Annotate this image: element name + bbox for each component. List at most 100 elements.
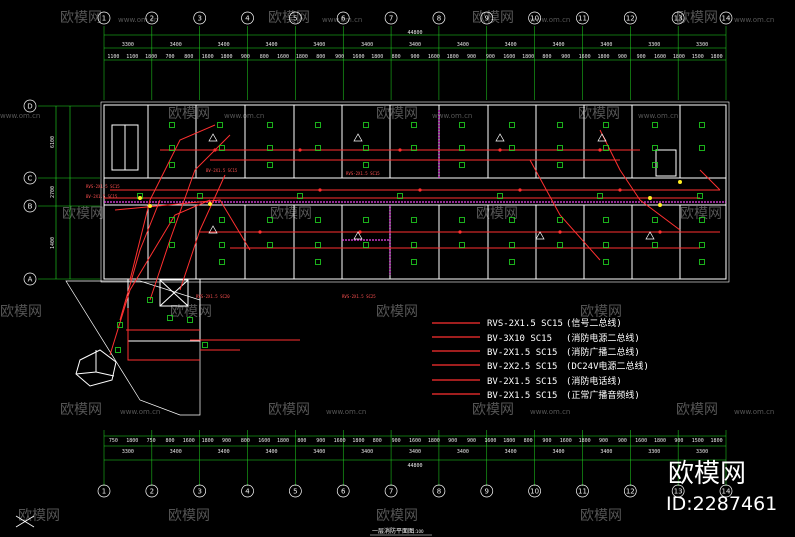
smoke-detector-icon — [115, 347, 121, 353]
smoke-detector-icon — [219, 242, 225, 248]
smoke-detector-icon — [315, 217, 321, 223]
axis-label-left: D — [27, 103, 32, 111]
dimension-value: 1600 — [428, 54, 440, 60]
dimension-value: 1100 — [126, 54, 138, 60]
axis-bubble-top — [193, 11, 207, 25]
dimension-value: 3400 — [218, 449, 230, 455]
dimension-value: 1800 — [202, 438, 214, 444]
dimension-value: 900 — [618, 54, 627, 60]
axis-bubble-top — [241, 11, 254, 25]
id-watermark: ID:2287461 — [666, 493, 777, 515]
axis-label-left: B — [28, 203, 33, 211]
axis-label-bottom: 6 — [341, 488, 346, 496]
ucs-axis — [15, 515, 35, 528]
cable-run — [599, 129, 681, 231]
smoke-detector-icon — [557, 162, 563, 168]
smoke-detector-icon — [459, 217, 465, 223]
junction-dot — [518, 188, 522, 192]
axis-bubble-left — [23, 171, 37, 185]
axis-bubble-top — [336, 11, 350, 25]
watermark: www.om.cn — [638, 112, 678, 120]
dimension-value: 750 — [147, 438, 156, 444]
dimension-value: 3400 — [265, 449, 277, 455]
dimension-value: 900 — [316, 438, 325, 444]
dimension-value: 1600 — [352, 54, 364, 60]
manual-alarm-icon — [658, 203, 662, 207]
axis-bubble-bottom — [528, 484, 541, 498]
smoke-detector-icon — [497, 193, 503, 199]
dimension-value: 900 — [637, 54, 646, 60]
watermark: www.om.cn — [322, 16, 362, 24]
smoke-detector-icon — [652, 122, 658, 128]
device-layer — [115, 122, 705, 353]
axis-label-bottom: 7 — [389, 488, 393, 496]
smoke-detector-icon — [411, 145, 417, 151]
dimension-value: 3400 — [553, 449, 565, 455]
junction-dot — [258, 230, 262, 234]
dimension-value: 1800 — [352, 438, 364, 444]
axis-label-top: 6 — [341, 15, 346, 23]
dimension-value: 1500 — [692, 54, 704, 60]
watermark: 欧模网 — [268, 10, 310, 26]
dimension-value: 3400 — [505, 42, 517, 48]
cable-note: BV-2X1.5 SC15 — [206, 168, 238, 173]
watermark: 欧模网 — [170, 304, 212, 320]
smoke-detector-icon — [219, 259, 225, 265]
dimension-value: 3300 — [648, 449, 660, 455]
junction-dot — [318, 188, 322, 192]
watermark: 欧模网 — [18, 508, 60, 524]
smoke-detector-icon — [411, 122, 417, 128]
smoke-detector-icon — [117, 322, 123, 328]
overall-dimension: 44800 — [407, 30, 422, 36]
dimension-value: 900 — [222, 438, 231, 444]
smoke-detector-icon — [169, 162, 175, 168]
legend-row: BV-2X1.5 SC15 (消防电话线) — [432, 375, 622, 387]
smoke-detector-icon — [363, 145, 369, 151]
dimension-value: 1100 — [107, 54, 119, 60]
dimension-value: 1600 — [484, 438, 496, 444]
axis-bubble-bottom — [480, 484, 494, 498]
axis-bubble-bottom — [97, 484, 111, 498]
axis-label-top: 4 — [245, 15, 250, 23]
dimension-value: 900 — [335, 54, 344, 60]
smoke-detector-icon — [699, 122, 705, 128]
fixture-icon — [208, 225, 218, 234]
cable-note: RVS-2X1.5 SC15 — [346, 171, 380, 176]
dimension-value: 1800 — [371, 54, 383, 60]
cable-annotations: RVS-2X1.5 SC15 BV-2X1.5 SC15 BV-2X1.5 SC… — [86, 168, 380, 299]
smoke-detector-icon — [219, 145, 225, 151]
legend-desc: (信号二总线) — [566, 317, 622, 329]
legend-row: BV-2X1.5 SC15 (正常广播音频线) — [432, 389, 640, 401]
watermark: www.om.cn — [118, 16, 158, 24]
manual-alarm-icon — [138, 196, 142, 200]
axis-bubble-bottom — [576, 484, 589, 498]
dimension-value: 700 — [165, 54, 174, 60]
axis-bubble-bottom — [241, 484, 254, 498]
watermark: 欧模网 — [580, 508, 622, 524]
lift-cross — [159, 279, 189, 307]
legend-desc: (消防电源二总线) — [566, 332, 640, 344]
watermark: 欧模网 — [0, 304, 42, 320]
dimension-value: 1600 — [654, 54, 666, 60]
drawing-scale: 1:100 — [412, 529, 424, 534]
smoke-detector-icon — [169, 217, 175, 223]
legend-desc: (正常广播音频线) — [566, 389, 640, 401]
smoke-detector-icon — [397, 193, 403, 199]
junction-dot — [558, 230, 562, 234]
dimension-value: 3400 — [505, 449, 517, 455]
axis-label-top: 8 — [437, 15, 441, 23]
smoke-detector-icon — [363, 217, 369, 223]
manual-alarm-icon — [678, 180, 682, 184]
manual-alarm-icon — [208, 202, 212, 206]
dimension-value: 3400 — [361, 42, 373, 48]
smoke-detector-icon — [167, 315, 173, 321]
axis-bubble-top — [289, 11, 302, 25]
axis-bubble-left — [23, 99, 37, 113]
smoke-detector-icon — [603, 217, 609, 223]
dimension-value: 3400 — [361, 449, 373, 455]
axis-label-left: C — [28, 175, 33, 183]
cable-note: RVS-2X1.5 SC20 — [196, 294, 230, 299]
dimension-value: 3400 — [553, 42, 565, 48]
lift-shaft — [159, 279, 189, 307]
